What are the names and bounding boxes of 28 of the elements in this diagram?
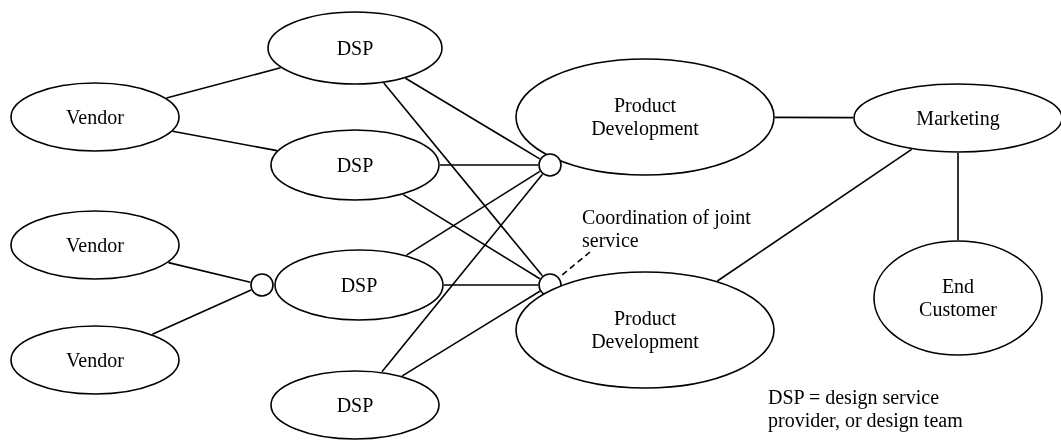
node-label: Vendor — [66, 105, 124, 129]
node-label: DSP — [340, 273, 378, 297]
node-label: DSP — [336, 153, 374, 177]
connector-line — [405, 170, 541, 256]
node-label: Product Development — [590, 94, 700, 140]
connector-line — [381, 173, 544, 373]
connector-line — [151, 289, 252, 335]
node-label: End Customer — [918, 275, 998, 321]
note-text: DSP = design service provider, or design team — [768, 386, 964, 432]
node-label: Vendor — [66, 348, 124, 372]
connector-line — [439, 164, 539, 166]
connector-line — [404, 77, 541, 160]
node-label: DSP — [336, 36, 374, 60]
connector-line — [171, 130, 278, 152]
connector-line — [167, 261, 252, 283]
node-label: Marketing — [916, 106, 1000, 130]
node-label: Vendor — [66, 233, 124, 257]
connector-line — [443, 284, 539, 286]
connector-line — [382, 82, 544, 277]
connector-line — [402, 193, 541, 280]
connector-line — [957, 152, 959, 241]
node-label: DSP — [336, 393, 374, 417]
node-label: Product Development — [590, 307, 700, 353]
connector-line — [716, 148, 913, 282]
connector-line — [165, 66, 282, 99]
connector-line — [401, 290, 541, 377]
connector-line — [774, 116, 854, 119]
annotation-text: Coordination of joint service — [582, 206, 752, 252]
